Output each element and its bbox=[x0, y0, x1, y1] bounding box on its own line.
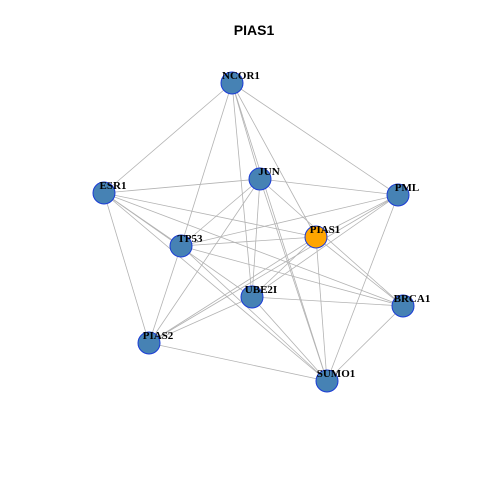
edge-ncor1-jun bbox=[231, 82, 261, 180]
node-pias2[interactable] bbox=[137, 331, 161, 355]
edge-jun-pias2 bbox=[148, 178, 261, 344]
node-label-esr1: ESR1 bbox=[100, 180, 127, 192]
edge-esr1-brca1 bbox=[103, 192, 404, 307]
edge-pml-pias1 bbox=[315, 194, 399, 238]
edge-ube2i-pias2 bbox=[148, 296, 253, 344]
node-label-tp53: TP53 bbox=[177, 233, 203, 245]
edge-jun-ube2i bbox=[251, 178, 261, 298]
node-label-ncor1: NCOR1 bbox=[222, 70, 260, 82]
node-jun[interactable] bbox=[248, 167, 272, 191]
edge-jun-brca1 bbox=[259, 178, 404, 307]
edge-esr1-pias1 bbox=[103, 192, 317, 238]
node-label-brca1: BRCA1 bbox=[394, 293, 431, 305]
node-label-jun: JUN bbox=[258, 166, 279, 178]
node-ncor1[interactable] bbox=[220, 71, 244, 95]
edge-tp53-sumo1 bbox=[180, 245, 328, 382]
node-brca1[interactable] bbox=[391, 294, 415, 318]
node-esr1[interactable] bbox=[92, 181, 116, 205]
node-label-ube2i: UBE2I bbox=[245, 284, 277, 296]
edge-esr1-sumo1 bbox=[103, 192, 328, 382]
edge-pias1-ube2i bbox=[251, 236, 317, 298]
edge-brca1-sumo1 bbox=[326, 305, 404, 382]
node-label-pias2: PIAS2 bbox=[143, 330, 174, 342]
edge-esr1-pias2 bbox=[103, 192, 150, 344]
edge-pml-tp53 bbox=[180, 194, 399, 247]
edge-jun-sumo1 bbox=[259, 178, 328, 382]
edge-pias1-brca1 bbox=[315, 236, 404, 307]
edge-jun-tp53 bbox=[180, 178, 261, 247]
node-pias1[interactable] bbox=[304, 225, 328, 249]
edge-jun-pml bbox=[259, 178, 399, 196]
edge-pml-ube2i bbox=[251, 194, 399, 298]
edge-tp53-brca1 bbox=[180, 245, 404, 307]
graph-title: PIAS1 bbox=[234, 22, 275, 38]
edge-ncor1-sumo1 bbox=[231, 82, 328, 382]
edge-pias1-sumo1 bbox=[315, 236, 328, 382]
edge-pml-sumo1 bbox=[326, 194, 399, 382]
node-sumo1[interactable] bbox=[315, 369, 339, 393]
edge-ncor1-esr1 bbox=[103, 82, 233, 194]
edge-tp53-pias2 bbox=[148, 245, 182, 344]
node-label-sumo1: SUMO1 bbox=[317, 368, 356, 380]
edge-ncor1-ube2i bbox=[231, 82, 253, 298]
node-layer bbox=[92, 71, 415, 393]
node-ube2i[interactable] bbox=[240, 285, 264, 309]
edge-ncor1-pias1 bbox=[231, 82, 317, 238]
edge-pml-pias2 bbox=[148, 194, 399, 344]
edge-esr1-jun bbox=[103, 178, 261, 194]
edge-ncor1-tp53 bbox=[180, 82, 233, 247]
node-label-pias1: PIAS1 bbox=[310, 224, 341, 236]
edge-layer bbox=[103, 82, 404, 382]
edge-ube2i-sumo1 bbox=[251, 296, 328, 382]
node-tp53[interactable] bbox=[169, 234, 193, 258]
edge-ube2i-brca1 bbox=[251, 296, 404, 307]
node-label-pml: PML bbox=[395, 182, 419, 194]
node-pml[interactable] bbox=[386, 183, 410, 207]
edge-pias1-pias2 bbox=[148, 236, 317, 344]
edge-pias2-sumo1 bbox=[148, 342, 328, 382]
edge-ncor1-pml bbox=[231, 82, 399, 196]
edge-pias1-tp53 bbox=[180, 236, 317, 247]
